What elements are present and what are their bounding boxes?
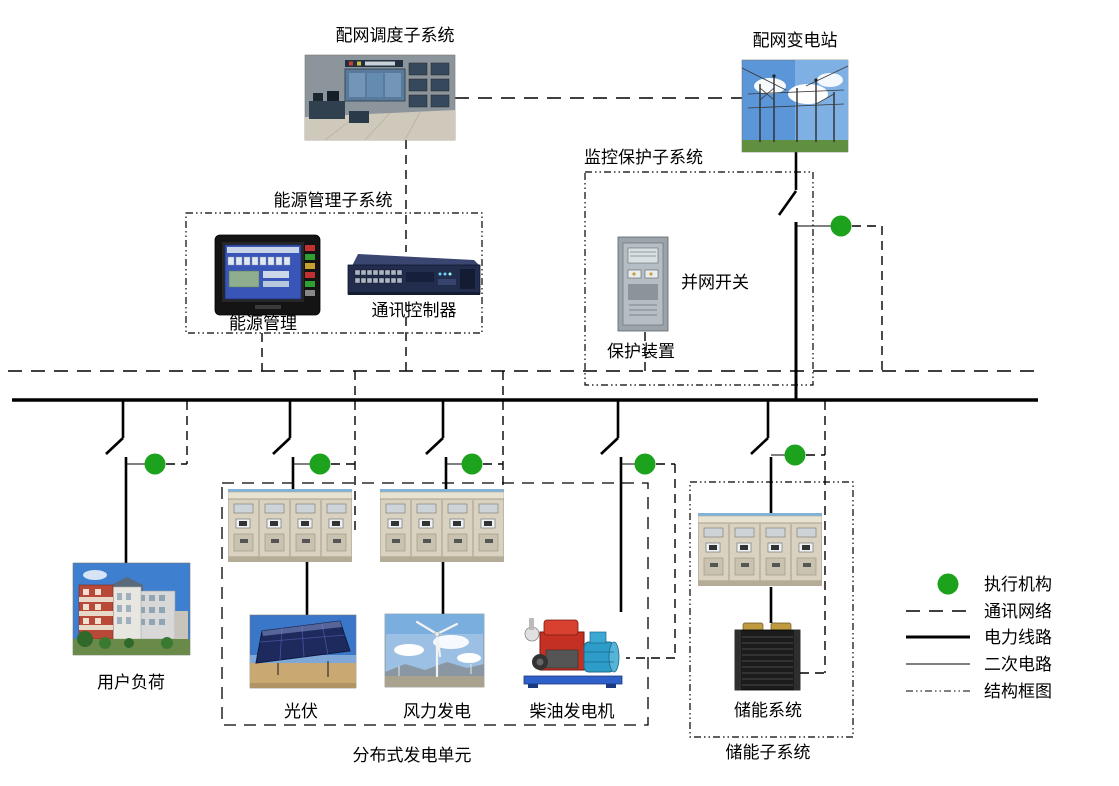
pv-photo [249,614,357,689]
pv-switchgear-photo [228,489,352,562]
branch3-switch-blade [425,437,444,455]
actuator-dot-2 [309,453,331,475]
branch5-switch-blade [750,437,769,455]
protection-device-photo [617,236,669,332]
legend-actuator-dot [937,573,959,595]
wind-switchgear-photo [380,489,504,562]
branch4-switch-blade [600,437,619,455]
actuator-dot-substation [830,215,852,237]
actuator-dot-5 [784,444,806,466]
actuator-dot-3 [461,453,483,475]
grid-switch-blade [777,190,798,216]
branch2-switch-blade [272,437,291,455]
legend-secondary-label: 二次电路 [984,655,1052,674]
storage-system-label: 储能系统 [734,701,802,720]
substation-photo [741,59,849,153]
user-load-photo [72,562,191,656]
diesel-generator-photo [520,612,626,689]
ems-hmi-photo [214,234,321,316]
pv-label: 光伏 [284,702,318,721]
protection-label: 保护装置 [607,342,675,361]
user-load-label: 用户负荷 [97,673,165,692]
substation-label: 配网变电站 [753,31,838,50]
control-room-photo [304,54,456,141]
dg-box-label: 分布式发电单元 [353,746,472,765]
comm-controller-photo [347,254,481,295]
battery-photo [734,622,801,691]
legend: 执行机构 通讯网络 电力线路 二次电路 结构框图 [906,573,1052,701]
ems-label: 能源管理 [229,314,297,333]
legend-actuator-label: 执行机构 [984,575,1052,594]
branch1-switch-blade [105,437,124,455]
wind-label: 风力发电 [403,702,471,721]
dispatch-label: 配网调度子系统 [336,26,455,45]
grid-switch-label: 并网开关 [681,273,749,292]
ems-subsystem-box [185,212,483,334]
comm-controller-label: 通讯控制器 [372,301,457,320]
distributed-generation-box [221,482,649,726]
legend-frame-label: 结构框图 [984,682,1052,701]
monitor-protection-subsystem-box [584,171,814,386]
actuator-dot-1 [144,453,166,475]
actuator-dot-4 [634,453,656,475]
wind-photo [384,613,485,688]
legend-power-label: 电力线路 [984,628,1052,647]
ems-box-label: 能源管理子系统 [274,191,393,210]
storage-box-label: 储能子系统 [726,743,811,762]
monitor-box-label: 监控保护子系统 [584,148,703,167]
storage-switchgear-photo [698,513,822,586]
diesel-label: 柴油发电机 [530,702,615,721]
legend-comm-label: 通讯网络 [984,602,1052,621]
